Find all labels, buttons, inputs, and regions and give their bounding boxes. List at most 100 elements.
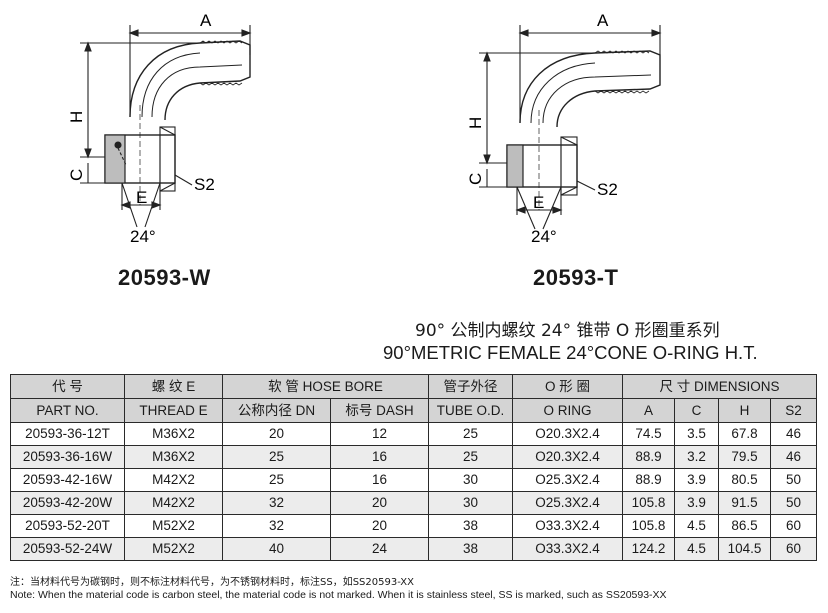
table-cell: 20593-36-12T xyxy=(10,422,125,446)
table-cell: 4.5 xyxy=(674,514,719,538)
table-cell: 25 xyxy=(428,445,513,469)
table-cell: 38 xyxy=(428,537,513,561)
table-cell: 20 xyxy=(330,514,429,538)
table-cell: 20593-42-20W xyxy=(10,491,125,515)
header-cell: A xyxy=(622,398,675,423)
table-cell: 80.5 xyxy=(718,468,771,492)
table-cell: 40 xyxy=(222,537,331,561)
model-label-t: 20593-T xyxy=(533,265,619,290)
table-cell: 3.9 xyxy=(674,468,719,492)
table-cell: 46 xyxy=(769,422,818,446)
table-cell: 105.8 xyxy=(622,514,675,538)
dim-s2-label: S2 xyxy=(194,175,215,194)
table-cell: 16 xyxy=(330,445,429,469)
table-cell: M36X2 xyxy=(124,445,223,469)
table-cell: O20.3X2.4 xyxy=(512,422,623,446)
table-cell: 124.2 xyxy=(622,537,675,561)
table-cell: M42X2 xyxy=(124,468,223,492)
header-cell: O 形 圈 xyxy=(512,374,623,399)
dim-a-label: A xyxy=(200,11,212,30)
table-cell: 88.9 xyxy=(622,445,675,469)
fitting-drawing-w: A H C E S2 24° xyxy=(67,11,252,246)
table-cell: 32 xyxy=(222,491,331,515)
table-cell: 20 xyxy=(222,422,331,446)
table-cell: O20.3X2.4 xyxy=(512,445,623,469)
header-row-2: PART NO. THREAD E 公称内径 DN 标号 DASH TUBE O… xyxy=(10,398,818,423)
dim-h-label: H xyxy=(67,111,86,123)
table-cell: 30 xyxy=(428,468,513,492)
title-english: 90°METRIC FEMALE 24°CONE O-RING H.T. xyxy=(383,342,758,363)
table-cell: O25.3X2.4 xyxy=(512,468,623,492)
header-cell: 标号 DASH xyxy=(330,398,429,423)
table-cell: 60 xyxy=(769,537,818,561)
header-cell: O RING xyxy=(512,398,623,423)
dim-c-label: C xyxy=(466,173,485,185)
table-cell: 86.5 xyxy=(718,514,771,538)
table-cell: 32 xyxy=(222,514,331,538)
header-cell: S2 xyxy=(769,398,818,423)
header-cell: C xyxy=(674,398,719,423)
table-cell: 20593-42-16W xyxy=(10,468,125,492)
table-cell: 16 xyxy=(330,468,429,492)
table-cell: 4.5 xyxy=(674,537,719,561)
fitting-drawing-t: A H C E S2 24° xyxy=(466,11,662,246)
header-cell: TUBE O.D. xyxy=(428,398,513,423)
table-cell: 50 xyxy=(769,491,818,515)
note-chinese: 注：当材料代号为碳钢时，则不标注材料代号，为不锈钢材料时，标注SS，如SS205… xyxy=(10,577,415,588)
table-cell: 30 xyxy=(428,491,513,515)
table-cell: M36X2 xyxy=(124,422,223,446)
title-chinese: 90° 公制内螺纹 24° 锥带 O 形圈重系列 xyxy=(415,321,720,341)
table-cell: 3.2 xyxy=(674,445,719,469)
table-cell: 91.5 xyxy=(718,491,771,515)
dim-c-label: C xyxy=(67,169,86,181)
dim-a-label: A xyxy=(597,11,609,30)
table-cell: M52X2 xyxy=(124,514,223,538)
table-cell: 67.8 xyxy=(718,422,771,446)
spec-table: 代 号 螺 纹 E 软 管 HOSE BORE 管子外径 O 形 圈 尺 寸 D… xyxy=(10,374,818,561)
table-cell: 38 xyxy=(428,514,513,538)
dim-e-label: E xyxy=(533,193,544,212)
table-cell: 3.9 xyxy=(674,491,719,515)
table-cell: 25 xyxy=(222,445,331,469)
dim-s2-label: S2 xyxy=(597,180,618,199)
header-cell: 尺 寸 DIMENSIONS xyxy=(621,374,818,399)
header-row-1: 代 号 螺 纹 E 软 管 HOSE BORE 管子外径 O 形 圈 尺 寸 D… xyxy=(10,374,818,399)
table-cell: 74.5 xyxy=(622,422,675,446)
table-cell: 88.9 xyxy=(622,468,675,492)
table-cell: 46 xyxy=(769,445,818,469)
header-cell: PART NO. xyxy=(10,398,125,423)
table-cell: M52X2 xyxy=(124,537,223,561)
table-cell: 12 xyxy=(330,422,429,446)
table-cell: 25 xyxy=(222,468,331,492)
table-cell: 25 xyxy=(428,422,513,446)
table-cell: 105.8 xyxy=(622,491,675,515)
header-cell: 公称内径 DN xyxy=(222,398,331,423)
note-english: Note: When the material code is carbon s… xyxy=(10,589,667,601)
dim-h-label: H xyxy=(466,117,485,129)
header-cell: THREAD E xyxy=(124,398,223,423)
angle-label: 24° xyxy=(130,227,156,246)
header-cell: 管子外径 xyxy=(428,374,513,399)
table-cell: 20593-52-20T xyxy=(10,514,125,538)
table-cell: 20 xyxy=(330,491,429,515)
dim-e-label: E xyxy=(136,188,147,207)
table-cell: 3.5 xyxy=(674,422,719,446)
table-cell: 24 xyxy=(330,537,429,561)
table-cell: 79.5 xyxy=(718,445,771,469)
header-cell: 螺 纹 E xyxy=(124,374,223,399)
table-cell: 60 xyxy=(769,514,818,538)
table-cell: 104.5 xyxy=(718,537,771,561)
table-cell: O33.3X2.4 xyxy=(512,537,623,561)
model-label-w: 20593-W xyxy=(118,265,211,290)
table-cell: O25.3X2.4 xyxy=(512,491,623,515)
table-cell: 20593-36-16W xyxy=(10,445,125,469)
table-cell: 20593-52-24W xyxy=(10,537,125,561)
header-cell: 软 管 HOSE BORE xyxy=(222,374,429,399)
